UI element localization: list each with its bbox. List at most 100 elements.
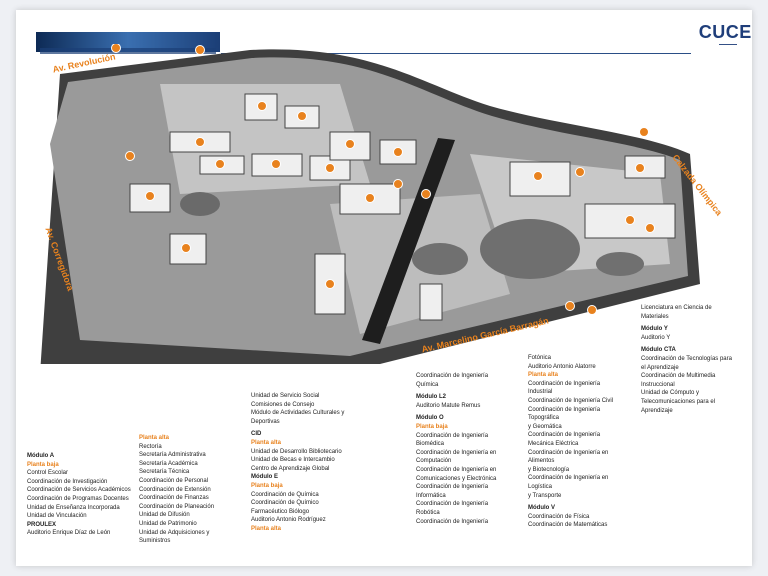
- legend-line: Coordinación de Ingeniería: [416, 518, 489, 525]
- legend-line: Coordinación de Ingeniería: [416, 484, 489, 491]
- marker: [195, 137, 205, 147]
- logo-subtitle: ▬▬▬▬▬▬: [719, 42, 737, 46]
- marker: [195, 45, 205, 55]
- legend-line: Coordinación de Finanzas: [139, 495, 209, 502]
- building-15: [624, 155, 666, 179]
- legend-line: Coordinación de Ingeniería: [528, 380, 601, 387]
- legend-line: Deportivas: [251, 418, 280, 425]
- marker: [587, 305, 597, 315]
- legend-line: PROULEX: [27, 521, 57, 528]
- legend-line: Comunicaciones y Electrónica: [416, 475, 497, 482]
- legend-line: Auditorio Enrique Díaz de León: [27, 530, 111, 537]
- tree-cluster-1: [480, 219, 580, 279]
- legend-line: Coordinación de Ingeniería: [416, 432, 489, 439]
- legend-line: Coordinación de Químico: [251, 500, 319, 507]
- legend-line: Auditorio Matute Remus: [416, 402, 481, 409]
- legend-line: Planta baja: [27, 461, 59, 468]
- legend-line: Unidad de Difusión: [139, 512, 190, 519]
- legend-line: Alimentos: [528, 458, 555, 465]
- legend-line: Módulo L2: [416, 394, 446, 401]
- legend-line: Coordinación de Ingeniería: [528, 432, 601, 439]
- logo-text: CUCEI: [698, 22, 752, 42]
- building-12: [419, 283, 443, 321]
- legend-line: Coordinación de Ingeniería: [416, 373, 489, 379]
- legend-line: Biomédica: [416, 441, 445, 448]
- legend-line: Módulo E: [251, 474, 278, 481]
- marker: [421, 189, 431, 199]
- legend-line: Fotónica: [528, 355, 552, 361]
- marker: [365, 193, 375, 203]
- legend-line: Unidad de Cómputo y: [641, 390, 700, 397]
- marker: [145, 191, 155, 201]
- legend-line: Módulo de Actividades Culturales y: [251, 410, 345, 417]
- legend-line: Unidad de Servicio Social: [251, 393, 320, 399]
- marker: [325, 279, 335, 289]
- legend-line: CID: [251, 431, 262, 438]
- central-walkway: [362, 138, 455, 344]
- marker: [645, 223, 655, 233]
- legend-line: Coordinación de Investigación: [27, 478, 108, 485]
- legend-line: el Aprendizaje: [641, 364, 679, 371]
- legend-line: Control Escolar: [27, 470, 69, 477]
- legend-line: Comisiones de Consejo: [251, 401, 315, 408]
- legend-line: Coordinación de Multimedia: [641, 373, 716, 380]
- marker: [297, 111, 307, 121]
- legend-line: Instruccional: [641, 381, 675, 388]
- header-banner: [36, 32, 220, 52]
- legend-line: Logística: [528, 483, 553, 490]
- legend-line: Coordinación de Ingeniería: [416, 501, 489, 508]
- legend-line: Coordinación de Ingeniería en: [416, 449, 497, 456]
- legend-line: Coordinación de Programas Docentes: [27, 495, 129, 502]
- legend-line: Coordinación de Tecnologías para: [641, 355, 732, 362]
- cucei-logo: CUCEI ▬▬▬▬▬▬: [698, 22, 752, 46]
- legend-line: Módulo Y: [641, 326, 668, 333]
- legend-line: Módulo CTA: [641, 347, 676, 354]
- legend-line: Unidad de Enseñanza Incorporada: [27, 504, 120, 511]
- marker: [215, 159, 225, 169]
- legend-line: Unidad de Adquisiciones y: [139, 529, 210, 536]
- legend-line: Farmacéutico Biólogo: [251, 508, 310, 515]
- legend-line: Topográfica: [528, 415, 560, 422]
- legend-line: Coordinación de Personal: [139, 477, 209, 484]
- legend-line: Planta baja: [251, 482, 283, 489]
- legend-line: Coordinación de Ingeniería en: [416, 466, 497, 473]
- legend-line: Unidad de Vinculación: [27, 513, 87, 520]
- marker: [125, 151, 135, 161]
- header-rule: [221, 53, 691, 54]
- marker: [393, 147, 403, 157]
- legend-line: Planta alta: [528, 372, 559, 379]
- legend-line: Coordinación de Física: [528, 513, 590, 520]
- legend-line: Mecánica Eléctrica: [528, 440, 579, 447]
- legend-line: Coordinación de Planeación: [139, 503, 215, 510]
- legend-line: Unidad de Becas e Intercambio: [251, 457, 335, 464]
- legend-line: Materiales: [641, 313, 669, 320]
- legend-line: Coordinación de Extensión: [139, 486, 211, 493]
- marker: [565, 301, 575, 311]
- legend-line: y Geomática: [528, 423, 562, 430]
- marker: [393, 179, 403, 189]
- legend-line: Coordinación de Química: [251, 491, 319, 498]
- legend-line: Secretaría Técnica: [139, 469, 190, 476]
- legend-line: Auditorio Antonio Alatorre: [528, 363, 596, 370]
- marker: [325, 163, 335, 173]
- legend-line: Licenciatura en Ciencia de: [641, 305, 712, 311]
- legend-line: Secretaría Académica: [139, 460, 198, 467]
- legend-line: Módulo V: [528, 505, 555, 512]
- legend-line: Informática: [416, 492, 446, 499]
- legend-line: Centro de Aprendizaje Global: [251, 465, 330, 472]
- legend-line: Auditorio Antonio Rodríguez: [251, 517, 326, 524]
- header-banner-stripe: [40, 48, 216, 54]
- legend-line: Coordinación de Servicios Académicos: [27, 487, 131, 494]
- legend-line: Suministros: [139, 538, 171, 545]
- legend-line: Planta baja: [416, 423, 448, 430]
- tree-cluster-4: [596, 252, 644, 276]
- legend-line: Telecomunicaciones para el: [641, 398, 716, 405]
- legend-line: Rectoría: [139, 443, 162, 450]
- legend-line: Planta alta: [251, 525, 282, 532]
